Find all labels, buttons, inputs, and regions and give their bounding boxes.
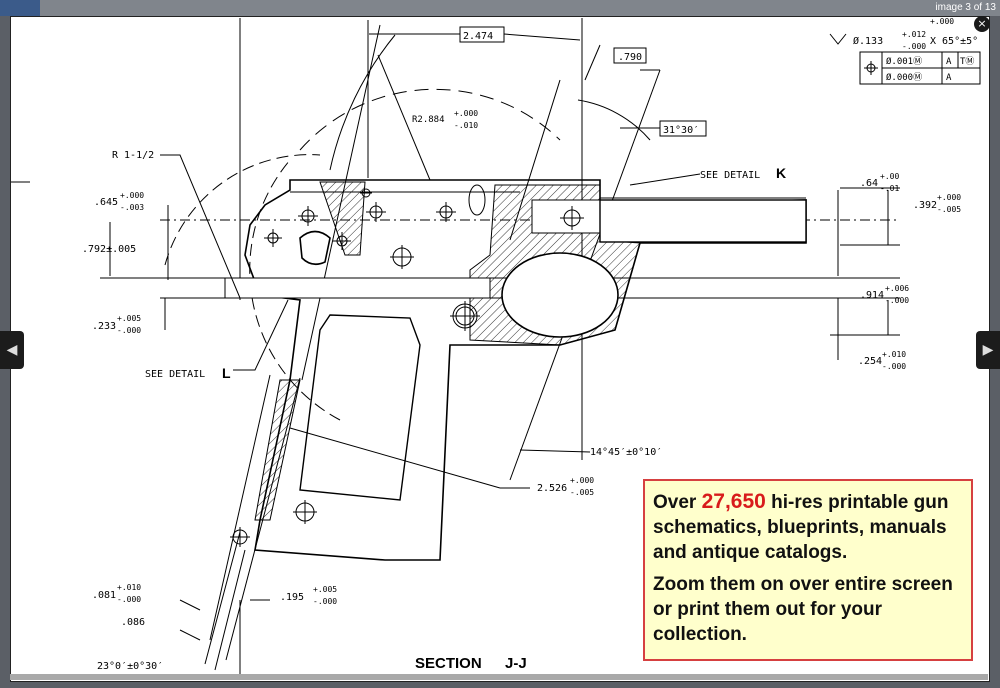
- dim-081-up: +.010: [117, 583, 141, 592]
- dim-645-up: +.000: [120, 191, 144, 200]
- csink-dia: Ø.133: [853, 35, 883, 47]
- dim-2474: 2.474: [463, 31, 493, 42]
- dim-195-dn: -.000: [313, 597, 337, 606]
- dim-2526-dn: -.005: [570, 488, 594, 497]
- csink-tol-dn: -.000: [902, 42, 926, 51]
- dim-914: .914: [860, 290, 884, 301]
- dim-645: .645: [94, 197, 118, 208]
- dim-254-dn: -.000: [882, 362, 906, 371]
- close-icon: ×: [977, 17, 987, 30]
- dim-195: .195: [280, 592, 304, 603]
- dim-081-dn: -.000: [117, 595, 141, 604]
- dim-914-up: +.006: [885, 284, 909, 293]
- dim-392: .392: [913, 200, 937, 211]
- csink-angle: X 65°±5°: [930, 36, 978, 47]
- previous-image-button[interactable]: ◀: [0, 331, 24, 369]
- viewer-top-strip: [0, 0, 1000, 16]
- dim-195-up: +.005: [313, 585, 337, 594]
- close-button[interactable]: ×: [974, 16, 990, 32]
- dim-233-dn: -.000: [117, 326, 141, 335]
- dim-233: .233: [92, 321, 116, 332]
- detail-k-letter: K: [776, 165, 786, 181]
- dim-2526: 2.526: [537, 483, 567, 494]
- dim-792: .792±.005: [82, 244, 136, 255]
- chevron-right-icon: ▶: [982, 342, 994, 358]
- chevron-left-icon: ◀: [6, 342, 18, 358]
- horizontal-scrollbar[interactable]: [10, 674, 988, 680]
- dim-086: .086: [121, 617, 145, 628]
- dim-top-partial: +.000: [930, 17, 954, 26]
- dim-254-up: +.010: [882, 350, 906, 359]
- dim-790: .790: [618, 52, 642, 63]
- viewer-logo: [0, 0, 40, 16]
- dim-r2884-tol-up: +.000: [454, 109, 478, 118]
- dim-r2884-tol-dn: -.010: [454, 121, 478, 130]
- dim-392-up: +.000: [937, 193, 961, 202]
- dim-64-up: +.00: [880, 172, 899, 181]
- promo-line1: Over 27,650 hi-res printable gun schemat…: [653, 489, 963, 565]
- promo-box[interactable]: Over 27,650 hi-res printable gun schemat…: [643, 479, 973, 661]
- dim-914-dn: -.000: [885, 296, 909, 305]
- promo-line2: Zoom them on over entire screen or print…: [653, 574, 953, 645]
- csink-tol-up: +.012: [902, 30, 926, 39]
- dim-23-0: 23°0′±0°30′: [97, 661, 163, 672]
- dim-645-dn: -.003: [120, 203, 144, 212]
- dim-r-1-1-2: R 1-1/2: [112, 150, 154, 161]
- fcf-row2: Ø.000Ⓜ: [886, 72, 922, 83]
- datum-a-row2: A: [946, 73, 952, 83]
- datum-a-row1: A: [946, 57, 952, 67]
- dim-2526-up: +.000: [570, 476, 594, 485]
- dim-254: .254: [858, 356, 882, 367]
- promo-line1-pre: Over: [653, 492, 702, 513]
- dim-64: .64: [860, 178, 878, 189]
- see-detail-k-label: SEE DETAIL: [700, 170, 760, 181]
- dim-392-dn: -.005: [937, 205, 961, 214]
- section-title: SECTION: [415, 655, 482, 672]
- scrollbar-thumb[interactable]: [10, 674, 988, 680]
- promo-count: 27,650: [701, 490, 766, 513]
- next-image-button[interactable]: ▶: [976, 331, 1000, 369]
- image-counter: image 3 of 13: [935, 2, 996, 13]
- promo-line1-post: hi-res printable gun schematics, bluepri…: [653, 492, 949, 563]
- dim-233-up: +.005: [117, 314, 141, 323]
- dim-081: .081: [92, 590, 116, 601]
- see-detail-l-label: SEE DETAIL: [145, 369, 205, 380]
- dim-r2884: R2.884: [412, 115, 445, 125]
- datum-t: TⓂ: [960, 56, 974, 67]
- dim-31-30: 31°30′: [663, 125, 699, 136]
- dim-14-45: 14°45′±0°10′: [590, 447, 662, 458]
- detail-l-letter: L: [222, 365, 231, 381]
- dim-64-dn: -.01: [880, 184, 899, 193]
- section-id: J-J: [505, 655, 527, 672]
- fcf-row1: Ø.001Ⓜ: [886, 56, 922, 67]
